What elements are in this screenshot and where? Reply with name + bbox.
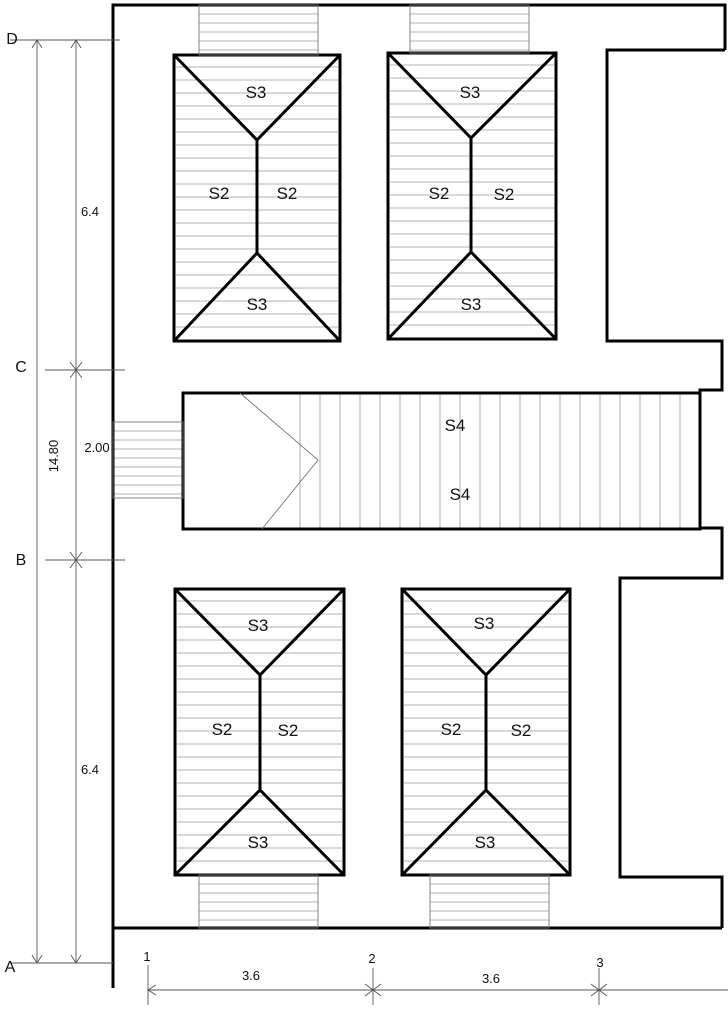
corridor-label-upper: S4: [445, 416, 466, 435]
dim-upper-block: 6.4: [81, 204, 99, 219]
roof-label-s2: S2: [277, 184, 298, 203]
roof-label-s3: S3: [461, 295, 482, 314]
step-top-left: [198, 4, 319, 56]
roof-label-s3: S3: [460, 83, 481, 102]
roof-hatching: [113, 13, 681, 921]
roof-label-s2: S2: [278, 721, 299, 740]
axis-label-2: 2: [368, 951, 375, 966]
roof-label-s2: S2: [212, 720, 233, 739]
roof-label-s3: S3: [248, 833, 269, 852]
roof-label-s2: S2: [429, 184, 450, 203]
roof-bottom-left: S3 S2 S2 S3: [173, 587, 346, 877]
roof-top-right: S3 S2 S2 S3: [386, 51, 558, 341]
roof-top-left: S3 S2 S2 S3: [172, 53, 342, 343]
dim-total: 14.80: [46, 440, 61, 473]
roof-label-s2: S2: [494, 185, 515, 204]
corridor-roof: S4 S4: [112, 391, 702, 531]
corridor-hip-line: [239, 392, 319, 530]
hip-roofs: S3 S2 S2 S3 S3 S2 S2 S3 S3 S2 S2 S3 S3 S…: [172, 51, 572, 877]
axis-label-1: 1: [143, 949, 150, 964]
roof-label-s3: S3: [474, 614, 495, 633]
vertical-dimensions: D C B A 6.4 2.00 6.4 14.80: [5, 31, 125, 976]
roof-label-s3: S3: [475, 833, 496, 852]
axis-label-b: B: [16, 552, 27, 569]
dim-span-2-3: 3.6: [482, 971, 500, 986]
roof-label-s2: S2: [441, 720, 462, 739]
roof-label-s2: S2: [209, 184, 230, 203]
roof-label-s3: S3: [247, 295, 268, 314]
outer-wall-top: [111, 3, 727, 988]
axis-label-c: C: [15, 359, 27, 376]
dim-lower-block: 6.4: [81, 762, 99, 777]
step-top-right: [409, 4, 530, 54]
step-bottom-left: [198, 874, 319, 929]
roof-label-s2: S2: [511, 721, 532, 740]
axis-label-a: A: [5, 959, 16, 976]
step-blocks: [198, 4, 550, 929]
dim-corridor: 2.00: [84, 440, 109, 455]
axis-label-d: D: [6, 31, 18, 48]
walls: [111, 3, 727, 988]
roof-label-s3: S3: [246, 83, 267, 102]
corridor-label-lower: S4: [450, 485, 471, 504]
corridor-roof-outline: [181, 391, 702, 531]
corridor-entry-step: [112, 421, 184, 499]
roof-label-s3: S3: [248, 616, 269, 635]
step-bottom-right: [429, 874, 550, 929]
axis-label-3: 3: [596, 955, 603, 970]
dim-span-1-2: 3.6: [242, 968, 260, 983]
right-wing-upper: [605, 48, 725, 928]
roof-bottom-right: S3 S2 S2 S3: [400, 587, 572, 877]
horizontal-dimensions: 1 2 3 3.6 3.6: [143, 949, 728, 1005]
